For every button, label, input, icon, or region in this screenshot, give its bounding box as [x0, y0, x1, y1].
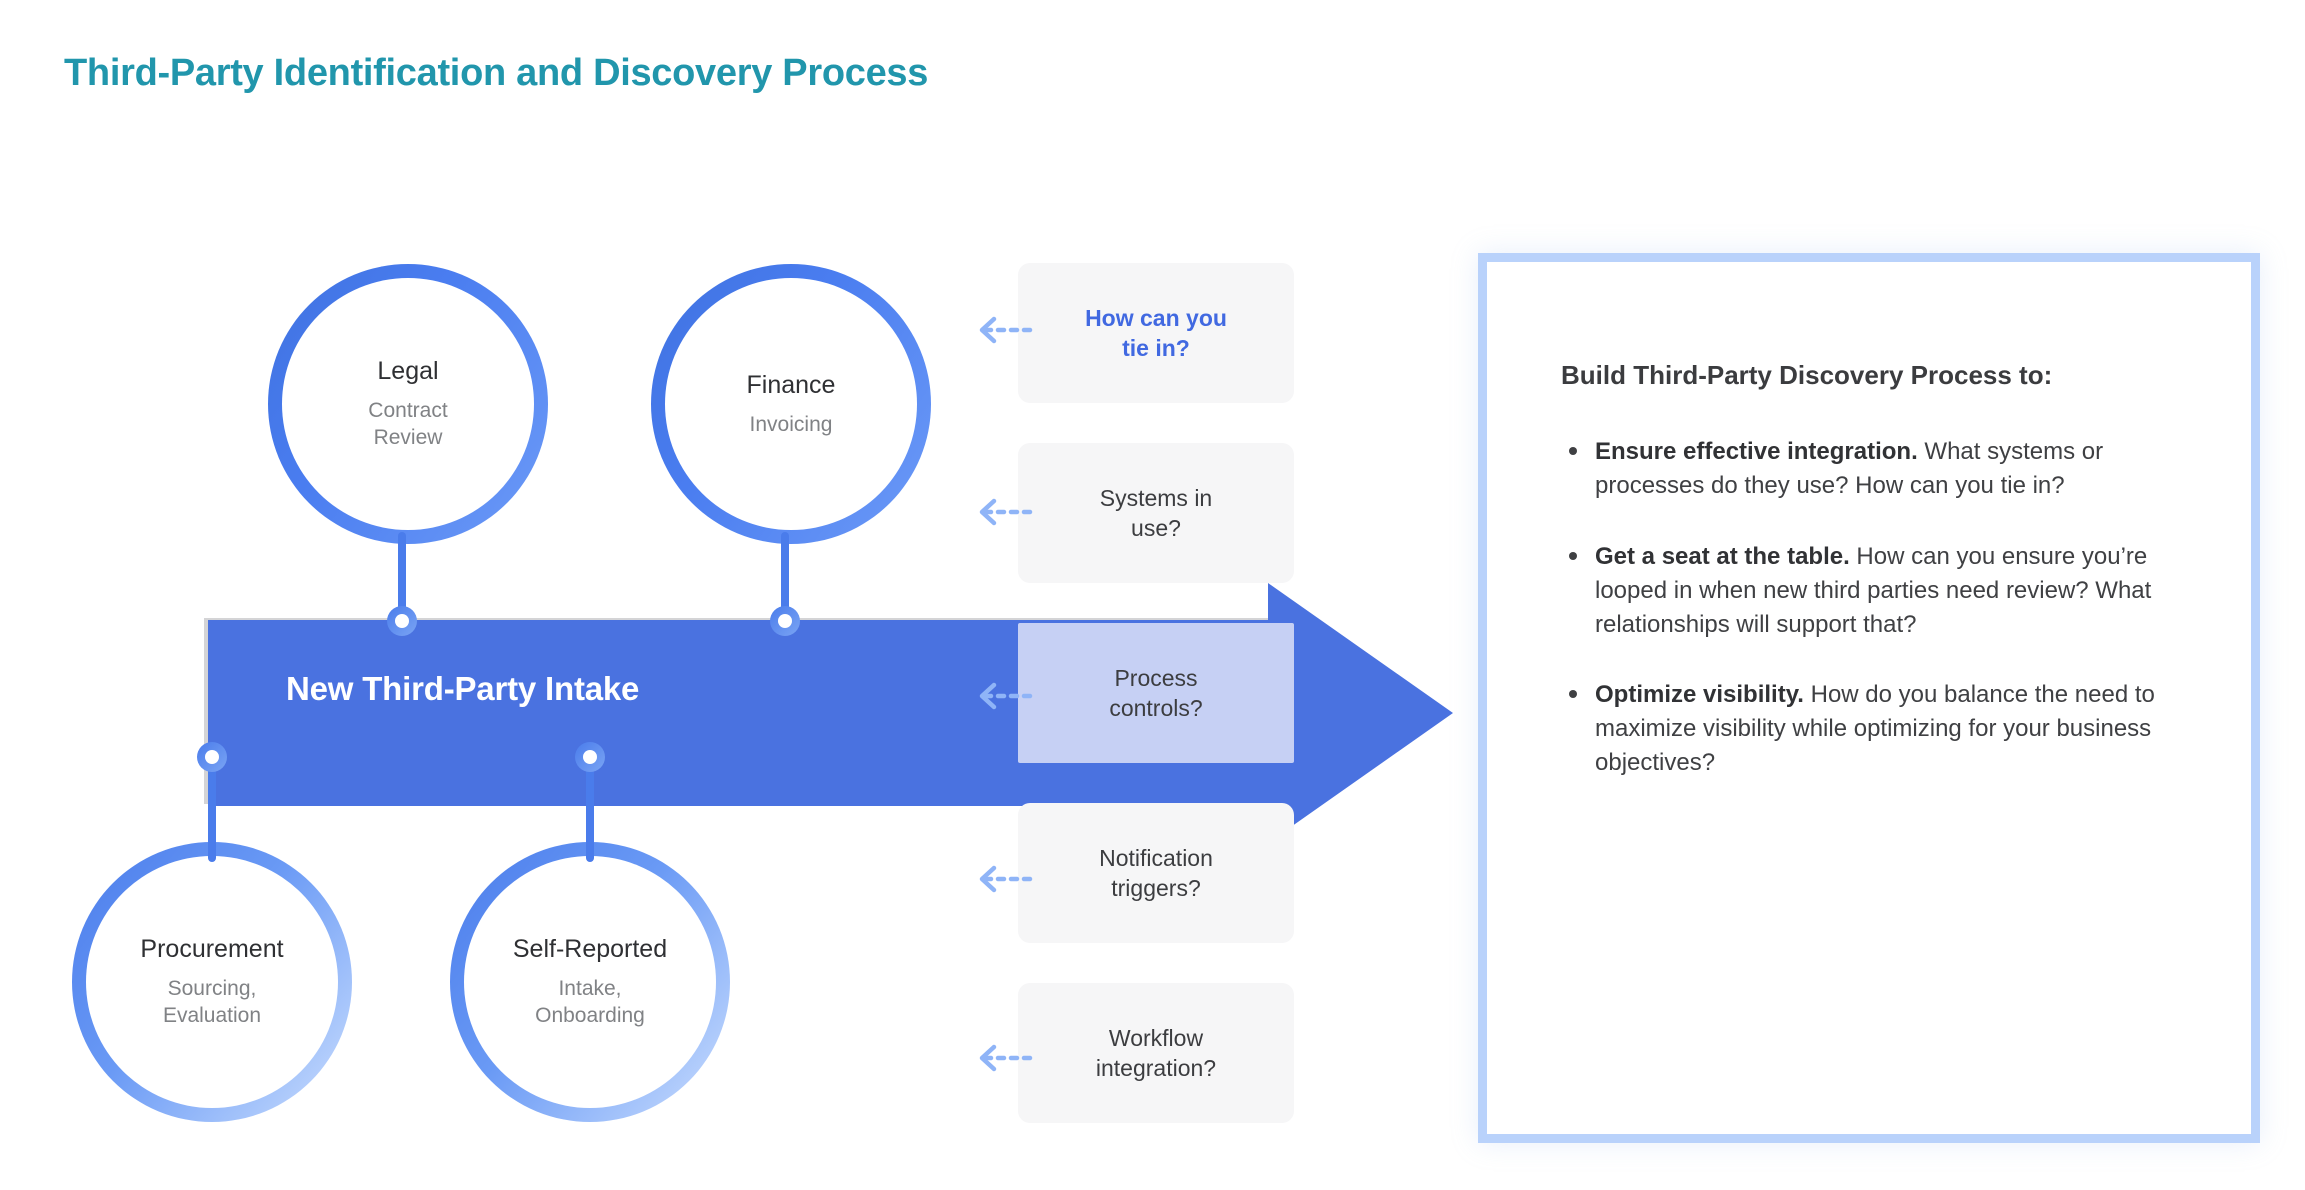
circle-inner	[464, 856, 716, 1108]
bar-label: New Third-Party Intake	[286, 670, 640, 707]
circle-inner	[86, 856, 338, 1108]
circle-title: Finance	[746, 370, 836, 399]
source-circle-procurement[interactable]: Procurement Sourcing,Evaluation	[72, 842, 352, 1122]
circle-title: Legal	[377, 357, 439, 386]
discovery-process-panel: Build Third-Party Discovery Process to: …	[1478, 253, 2260, 1143]
circle-text: Procurement Sourcing,Evaluation	[92, 934, 333, 1030]
circle-text: Self-Reported Intake,Onboarding	[470, 934, 711, 1030]
circle-subtitle: Invoicing	[749, 412, 833, 436]
connector-stem-self-reported	[586, 762, 594, 862]
connector-dot-legal	[387, 606, 417, 636]
panel-heading: Build Third-Party Discovery Process to:	[1561, 360, 2053, 390]
circle-inner	[665, 278, 917, 530]
source-circle-finance[interactable]: Finance Invoicing	[651, 264, 931, 544]
list-item-rest: What systems or processes do they use? H…	[1595, 438, 2104, 500]
connector-dot-finance	[770, 606, 800, 636]
circle-title: Self-Reported	[512, 935, 668, 964]
panel-content: Build Third-Party Discovery Process to: …	[1495, 270, 2243, 1126]
panel-bullet-list: Ensure effective integration. What syste…	[1561, 435, 2179, 780]
connector-stem-finance	[781, 532, 789, 632]
circle-title: Procurement	[140, 935, 284, 964]
dashed-arrow-icon	[979, 316, 1034, 344]
circle-subtitle: Intake,Onboarding	[535, 977, 645, 1027]
bullet-icon	[1569, 551, 1577, 560]
connector-dot-self-reported	[575, 742, 605, 772]
bullet-icon	[1569, 689, 1577, 698]
connector-dot-procurement	[197, 742, 227, 772]
list-item-bold: Optimize visibility.	[1595, 680, 1804, 708]
circle-subtitle: Sourcing,Evaluation	[162, 977, 262, 1027]
page-title: Third-Party Identification and Discovery…	[64, 52, 929, 94]
list-item: Get a seat at the table. How can you ens…	[1561, 540, 2161, 642]
dashed-arrow-icon	[979, 682, 1034, 710]
dashed-arrow-icon	[979, 498, 1034, 526]
list-item: Optimize visibility. How do you balance …	[1561, 678, 2161, 780]
bullet-icon	[1569, 447, 1577, 456]
list-item-bold: Get a seat at the table.	[1595, 542, 1850, 570]
dashed-arrow-icon	[979, 865, 1034, 893]
list-item-bold: Ensure effective integration.	[1595, 438, 1918, 466]
dashed-arrow-icon	[979, 1044, 1034, 1072]
source-circle-self-reported[interactable]: Self-Reported Intake,Onboarding	[450, 842, 730, 1122]
list-item: Ensure effective integration. What syste…	[1561, 435, 2161, 503]
circle-text: Finance Invoicing	[671, 370, 912, 439]
list-item-rest: How can you ensure you’re looped in when…	[1595, 542, 2152, 638]
connector-stem-legal	[398, 532, 406, 632]
connector-stem-procurement	[208, 762, 216, 862]
circle-inner	[282, 278, 534, 530]
list-item-rest: How do you balance the need to maximize …	[1595, 680, 2155, 776]
